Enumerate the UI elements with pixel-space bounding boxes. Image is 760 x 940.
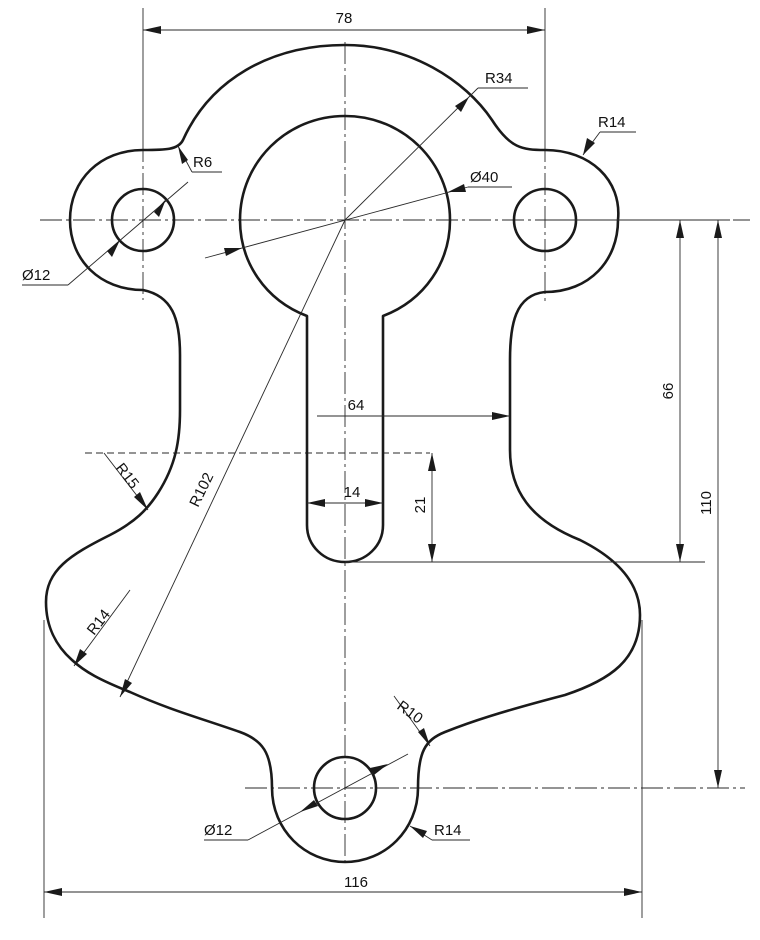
r102-label: R102: [186, 470, 217, 510]
part-outline: [44, 43, 642, 864]
dim-110-label: 110: [698, 491, 715, 515]
leader-r6: R6: [177, 145, 222, 173]
leader-r14-upper-right: R14: [582, 114, 636, 156]
d40-label: Ø40: [470, 169, 498, 186]
dim-14-label: 14: [344, 484, 361, 501]
left-hole: [110, 187, 176, 253]
leader-d40: Ø40: [204, 169, 512, 259]
r15-label: R15: [112, 460, 142, 492]
dim-height-110: 110: [698, 220, 722, 788]
dim-top-width: 78: [143, 10, 545, 34]
leader-r14-bottom: R14: [409, 822, 470, 841]
leader-r10: R10: [393, 695, 431, 747]
r6-label: R6: [193, 154, 212, 171]
r34-label: R34: [485, 70, 513, 87]
leader-r34: R34: [344, 70, 528, 221]
leader-d12-left: Ø12: [22, 181, 189, 286]
extension-lines: [43, 8, 730, 918]
leader-r102: R102: [119, 219, 346, 698]
dim-height-66: 66: [660, 220, 684, 562]
r14-lower-left-label: R14: [84, 606, 114, 638]
dim-64-label: 64: [348, 397, 365, 414]
d12-bottom-label: Ø12: [204, 822, 232, 839]
keyhole-cutout: [238, 114, 452, 564]
bottom-hole: [312, 755, 378, 821]
dim-66-label: 66: [660, 383, 677, 400]
dim-78-label: 78: [336, 10, 353, 27]
dim-21-label: 21: [412, 497, 429, 514]
d12-left-label: Ø12: [22, 267, 50, 284]
dim-116-label: 116: [344, 874, 368, 891]
leader-d12-bottom: Ø12: [204, 753, 409, 841]
dim-slot-offset: 64: [317, 397, 510, 420]
dim-slot-width: 14: [307, 484, 383, 507]
leader-r15: R15: [103, 452, 149, 511]
r14-bottom-label: R14: [434, 822, 462, 839]
r14-upper-right-label: R14: [598, 114, 626, 131]
center-lines: [40, 42, 750, 865]
dim-slot-depth: 21: [412, 453, 436, 562]
leader-r14-lower-left: R14: [73, 589, 131, 667]
dim-overall-width: 116: [44, 874, 642, 896]
